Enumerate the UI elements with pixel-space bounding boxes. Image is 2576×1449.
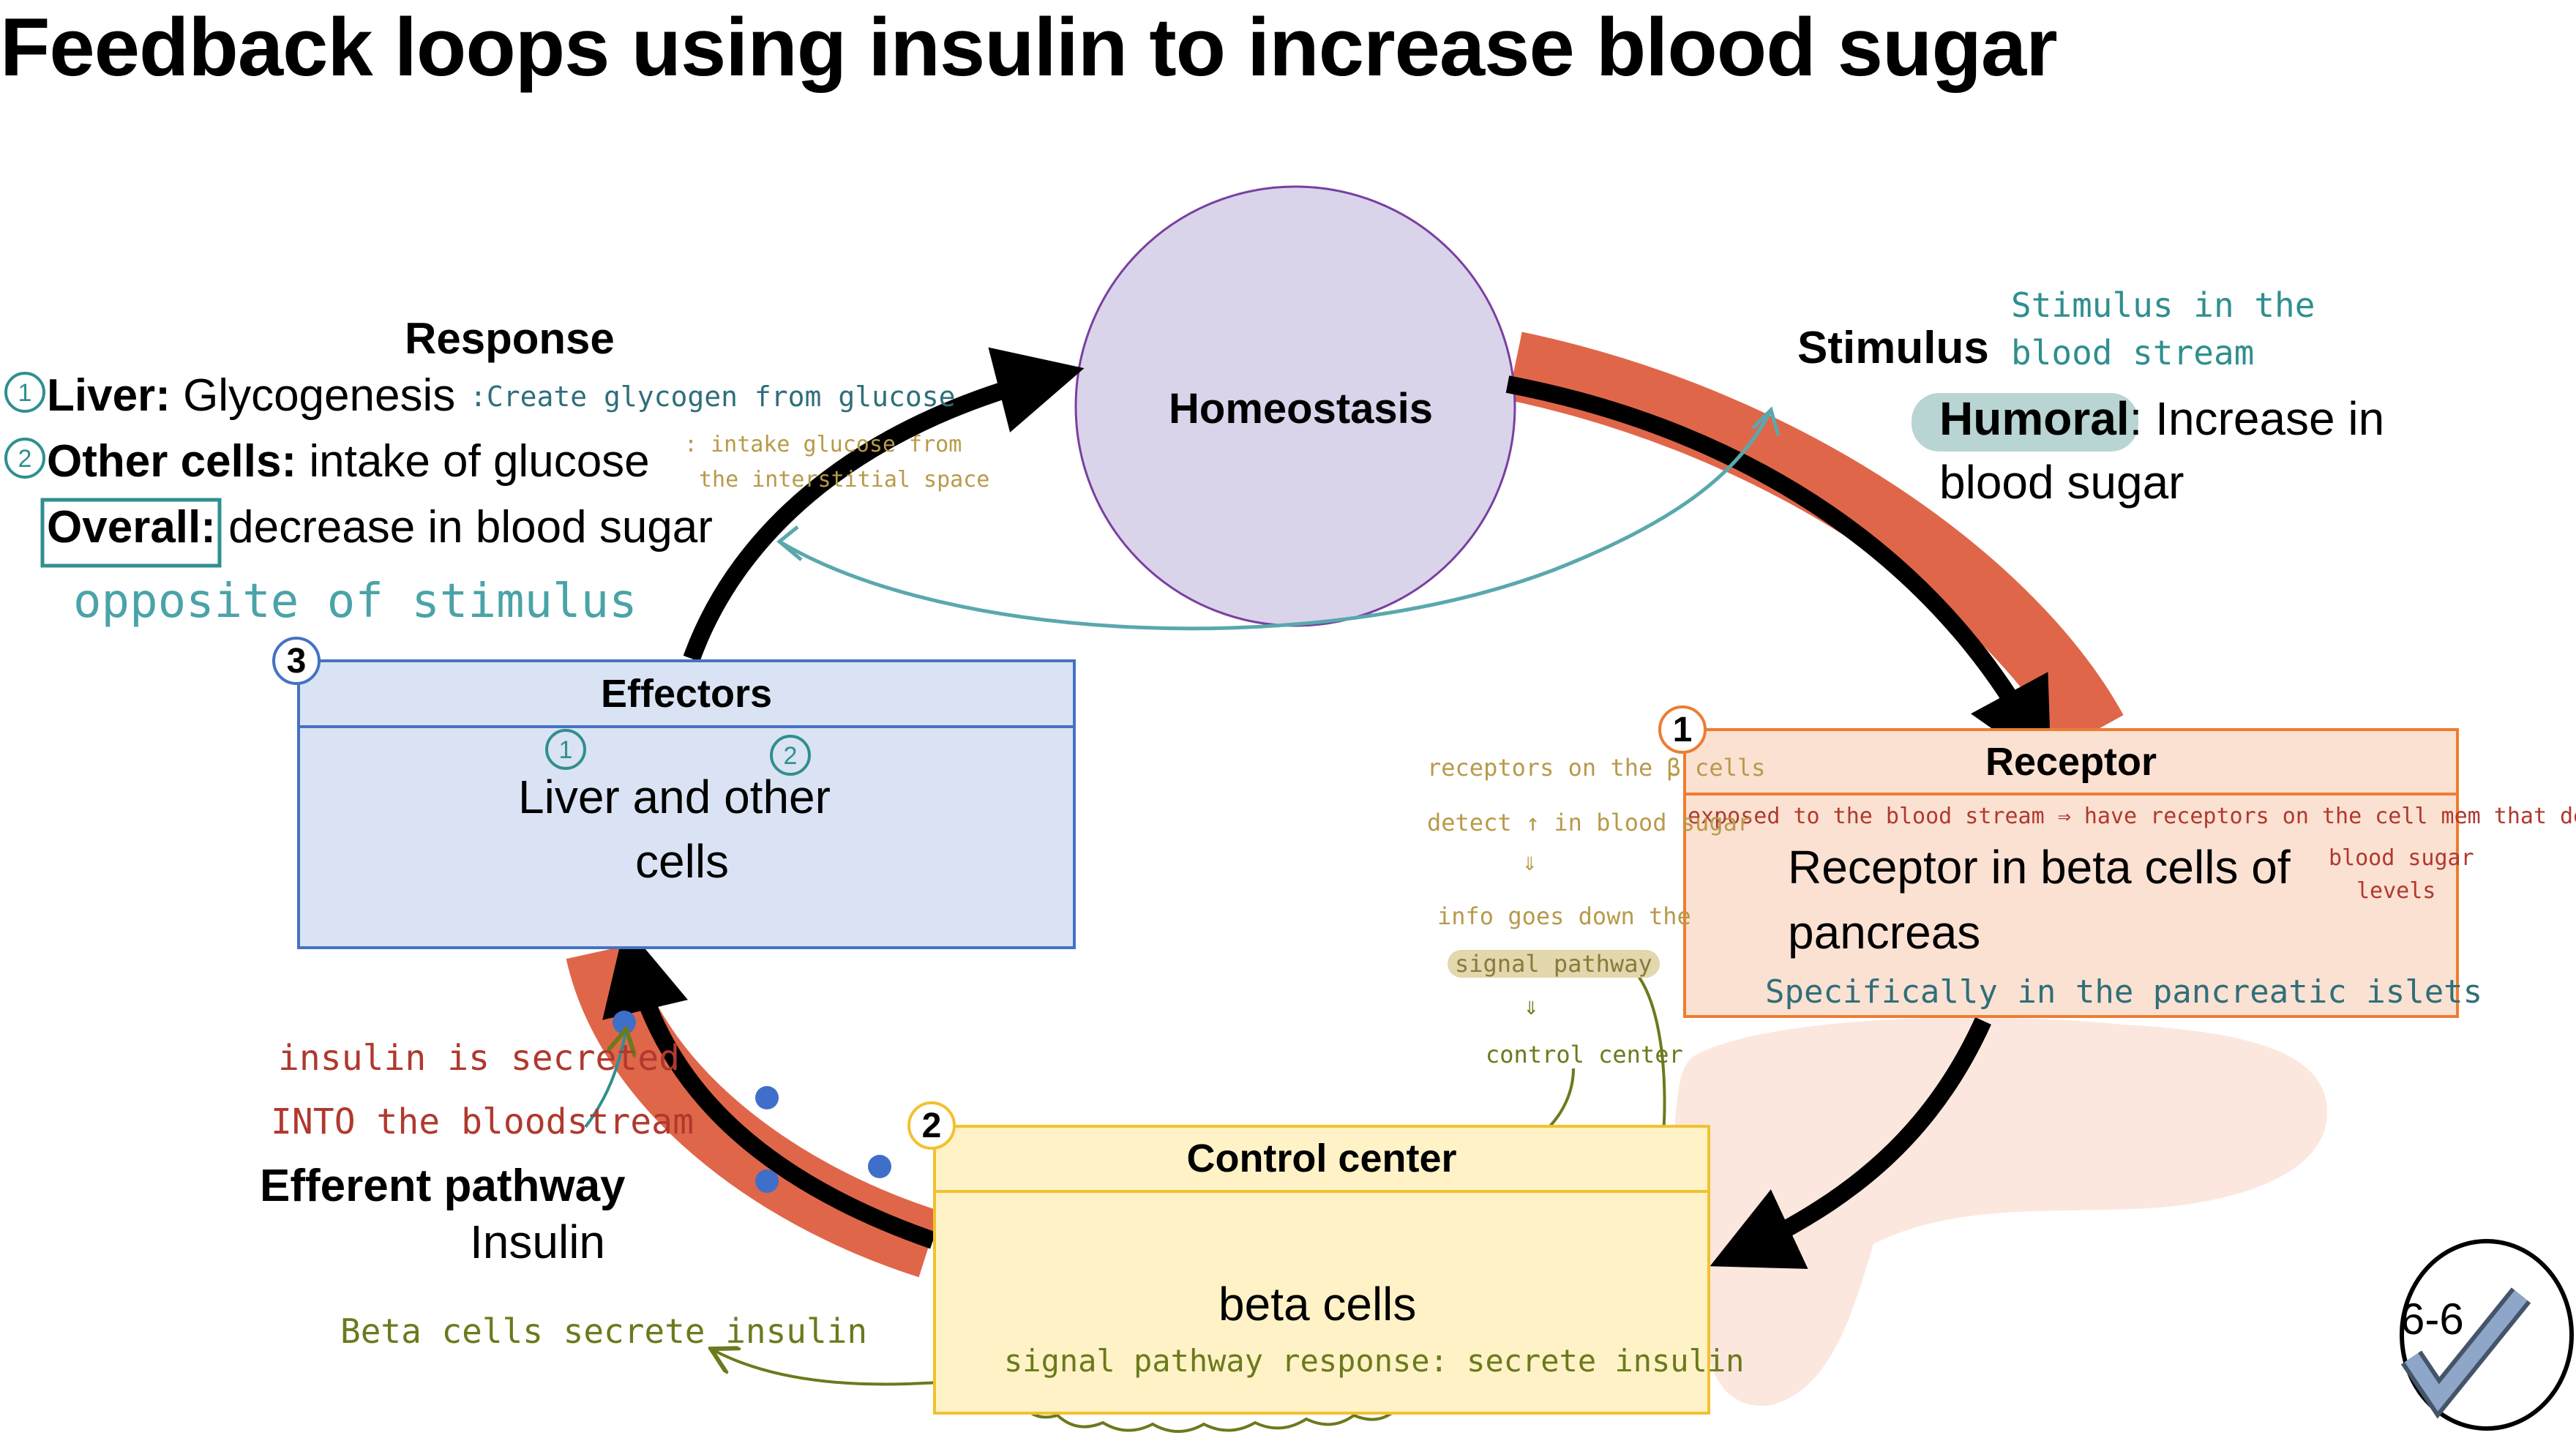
receptor-exposed-note: exposed to the blood stream ⇒ have recep… xyxy=(1688,804,2576,829)
response-opposite-note: opposite of stimulus xyxy=(73,574,637,629)
response-item2-note-line2: the interstitial space xyxy=(699,467,990,493)
response-overall-label: Overall: xyxy=(47,502,216,553)
control-center-body: beta cells xyxy=(1218,1278,1417,1330)
insulin-dot xyxy=(755,1086,779,1109)
response-liver-text: Glycogenesis xyxy=(170,370,456,421)
response-item1: Liver: Glycogenesis xyxy=(47,370,455,422)
receptor-side-note-1: receptors on the β cells xyxy=(1427,754,1766,782)
receptor-side-arrow-2: ⇓ xyxy=(1524,992,1539,1021)
response-other-cells-text: intake of glucose xyxy=(296,436,650,487)
arrow-response-to-secrete-note xyxy=(714,1350,974,1386)
response-item1-marker: 1 xyxy=(4,372,45,413)
stimulus-text-line2: blood sugar xyxy=(1939,456,2184,509)
humoral-highlight xyxy=(1912,393,2138,452)
effectors-box: Effectors xyxy=(297,659,1076,949)
loop-band-upper-right xyxy=(1508,332,2124,749)
receptor-body-line1: Receptor in beta cells of xyxy=(1788,841,2291,894)
receptor-side-note-3: info goes down the xyxy=(1437,902,1691,930)
receptor-heading: Receptor xyxy=(1686,731,2456,795)
arrow-secreted-to-dot xyxy=(584,1032,626,1128)
arrow-control-to-effectors xyxy=(602,924,936,1249)
pancreas-illustration xyxy=(1674,1017,2327,1406)
receptor-side-note-4: signal pathway xyxy=(1448,950,1660,978)
homeostasis-label: Homeostasis xyxy=(1169,385,1434,433)
receptor-side-note-2: detect ↑ in blood sugar xyxy=(1427,809,1752,836)
efferent-text: Insulin xyxy=(470,1216,605,1268)
insulin-dot xyxy=(613,1011,636,1034)
response-item2-note-line1: : intake glucose from xyxy=(684,432,962,457)
response-heading: Response xyxy=(405,314,615,363)
receptor-number-badge: 1 xyxy=(1658,705,1707,754)
response-item1-note: :Create glycogen from glucose xyxy=(470,381,956,413)
effectors-marker-1: 1 xyxy=(545,729,586,770)
stimulus-note-line1: Stimulus in the xyxy=(2011,285,2315,325)
receptor-box: Receptor xyxy=(1683,728,2459,1018)
arrow-receptor-to-control xyxy=(1710,1017,1991,1269)
control-center-box: Control center xyxy=(933,1125,1710,1415)
arrow-homeostasis-to-receptor xyxy=(1505,375,2051,771)
efferent-heading: Efferent pathway xyxy=(260,1161,626,1211)
receptor-islets-note: Specifically in the pancreatic islets xyxy=(1765,973,2482,1011)
control-center-response-note: signal pathway response: secrete insulin xyxy=(1004,1343,1745,1379)
control-center-number-badge: 2 xyxy=(907,1101,956,1150)
receptor-body-line2: pancreas xyxy=(1788,906,1981,959)
efferent-note-line1: insulin is secreted xyxy=(278,1038,681,1079)
arrow-effectors-to-homeostasis xyxy=(683,347,1085,662)
islets-note-word: islets xyxy=(2366,973,2483,1011)
efferent-note-line2: INTO the bloodstream xyxy=(271,1101,694,1142)
response-item2-marker: 2 xyxy=(4,438,45,479)
control-center-heading: Control center xyxy=(936,1128,1707,1193)
response-other-cells-label: Other cells: xyxy=(47,436,297,487)
stimulus-increase-text: : Increase in xyxy=(2129,392,2385,445)
slide-badge-label: 6-6 xyxy=(2400,1295,2464,1344)
response-liver-label: Liver: xyxy=(47,370,171,421)
humoral-label: Humoral xyxy=(1939,392,2130,445)
effectors-marker-2: 2 xyxy=(770,735,811,776)
effectors-heading: Effectors xyxy=(300,662,1073,728)
islets-note-prefix: Specifically in the pancreatic xyxy=(1765,973,2347,1011)
page-title: Feedback loops using insulin to increase… xyxy=(0,1,2058,93)
response-overall: Overall: decrease in blood sugar xyxy=(47,501,713,553)
response-item2: Other cells: intake of glucose xyxy=(47,435,650,487)
effectors-body-line1: Liver and other xyxy=(518,771,831,823)
insulin-dot xyxy=(755,1169,779,1193)
overall-highlight-box xyxy=(40,498,222,568)
receptor-levels-note-line2: levels xyxy=(2356,878,2436,904)
effectors-number-badge: 3 xyxy=(272,637,321,685)
effectors-body-line2: cells xyxy=(635,835,730,888)
response-overall-text: decrease in blood sugar xyxy=(215,502,713,553)
stimulus-text-line1: Humoral: Increase in xyxy=(1939,392,2384,446)
teal-opposite-arrow xyxy=(778,408,1773,631)
control-center-side-note: Beta cells secrete insulin xyxy=(340,1311,868,1351)
receptor-levels-note-line1: blood sugar xyxy=(2329,845,2474,871)
insulin-dot xyxy=(868,1155,891,1178)
receptor-side-arrow-1: ⇓ xyxy=(1522,847,1538,877)
stimulus-note-line2: blood stream xyxy=(2011,333,2255,372)
receptor-side-note-5: control center xyxy=(1486,1041,1683,1068)
stimulus-heading: Stimulus xyxy=(1797,323,1989,373)
